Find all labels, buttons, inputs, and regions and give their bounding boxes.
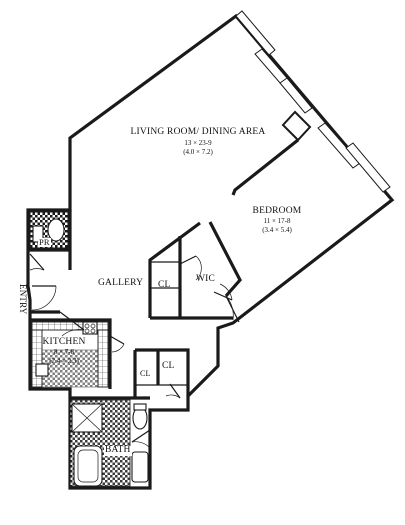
bedroom-label: BEDROOM xyxy=(252,206,302,216)
hall-closets xyxy=(133,348,190,399)
hall-closet-label: CL xyxy=(162,361,175,371)
kitchen-area xyxy=(30,311,125,389)
gallery-label: GALLERY xyxy=(98,278,144,288)
bedroom-dimensions-ft: 11 × 17-8 xyxy=(263,217,291,225)
living-room-dimensions-m: (4.0 × 7.2) xyxy=(183,148,213,156)
exterior-walls xyxy=(26,13,395,490)
gallery-closet-label: CL xyxy=(158,280,171,290)
bathroom xyxy=(69,396,151,487)
kitchen-label: KITCHEN xyxy=(42,337,86,347)
windows xyxy=(235,10,391,193)
living-room-label: LIVING ROOM/ DINING AREA xyxy=(130,127,266,137)
kitchen-dimensions-ft: 8 × 7-8 xyxy=(53,348,75,356)
gallery-closet-door xyxy=(179,255,202,281)
bedroom-partition xyxy=(148,138,299,320)
bedroom-dimensions-m: (3.4 × 5.4) xyxy=(262,226,292,234)
living-room-dimensions-ft: 13 × 23-9 xyxy=(184,139,212,147)
wic-label: WIC xyxy=(196,274,216,284)
hall-closet-small-label: CL xyxy=(140,369,151,378)
powder-room-label: PR xyxy=(38,237,51,247)
wic-door xyxy=(213,283,233,301)
entry-label: ENTRY xyxy=(18,284,28,315)
kitchen-dimensions-m: (2.4 × 2.3) xyxy=(49,357,79,365)
bath-label: BATH xyxy=(104,445,132,456)
entry-door xyxy=(30,285,60,314)
structural-column xyxy=(281,110,312,142)
